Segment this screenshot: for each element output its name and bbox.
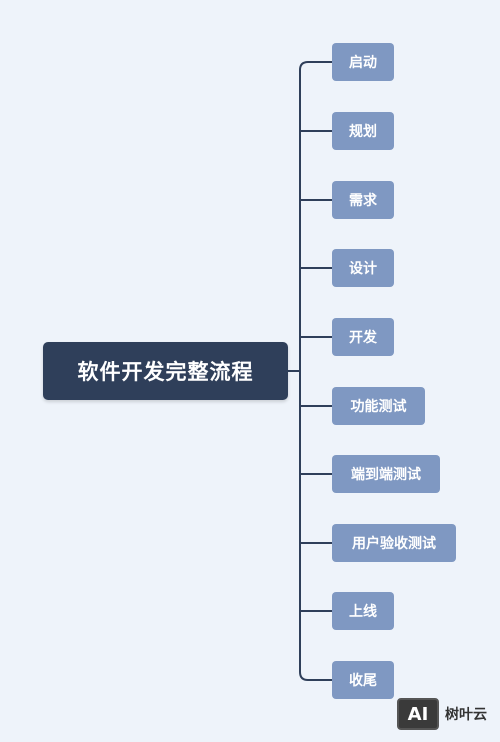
branch-node-uat: 用户验收测试 bbox=[332, 524, 456, 562]
branch-label: 收尾 bbox=[349, 673, 377, 689]
branch-node-design: 设计 bbox=[332, 249, 394, 287]
branch-label: 规划 bbox=[349, 124, 377, 140]
branch-node-development: 开发 bbox=[332, 318, 394, 356]
root-node-label: 软件开发完整流程 bbox=[77, 360, 254, 384]
watermark-logo: AI bbox=[397, 698, 439, 730]
branch-node-planning: 规划 bbox=[332, 112, 394, 150]
root-node: 软件开发完整流程 bbox=[43, 342, 288, 400]
watermark-text: 树叶云 bbox=[445, 707, 487, 723]
branch-node-e2e-testing: 端到端测试 bbox=[332, 455, 440, 493]
branch-node-functional-testing: 功能测试 bbox=[332, 387, 425, 425]
trunk-connector bbox=[299, 61, 332, 681]
branch-label: 端到端测试 bbox=[351, 467, 421, 483]
branch-label: 启动 bbox=[349, 55, 377, 71]
watermark: AI 树叶云 bbox=[397, 696, 487, 732]
branch-label: 设计 bbox=[349, 261, 377, 277]
branch-node-closure: 收尾 bbox=[332, 661, 394, 699]
branch-label: 功能测试 bbox=[350, 399, 407, 415]
branch-label: 需求 bbox=[349, 193, 377, 209]
branch-node-requirements: 需求 bbox=[332, 181, 394, 219]
branch-label: 开发 bbox=[349, 330, 377, 346]
branch-label: 上线 bbox=[349, 604, 377, 620]
branch-label: 用户验收测试 bbox=[352, 536, 436, 552]
branch-node-go-live: 上线 bbox=[332, 592, 394, 630]
branch-node-start: 启动 bbox=[332, 43, 394, 81]
